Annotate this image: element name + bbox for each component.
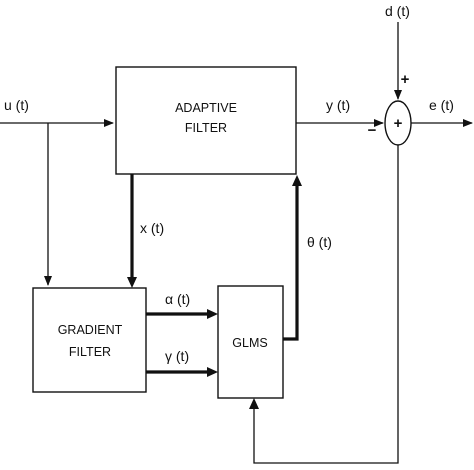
minus-sign: − (368, 122, 377, 139)
error-feedback-path (249, 145, 399, 464)
x-signal-path (127, 174, 137, 288)
u-label: u (t) (4, 97, 29, 113)
gradient-filter-block: GRADIENT FILTER (32, 287, 147, 393)
alpha-signal-path (146, 309, 218, 319)
glms-label: GLMS (232, 336, 267, 350)
summing-junction: + + − (368, 71, 412, 146)
adaptive-filter-label-1: ADAPTIVE (175, 101, 237, 115)
adaptive-filter-block: ADAPTIVE FILTER (115, 66, 297, 175)
gamma-label: γ (t) (165, 348, 189, 364)
summing-junction-symbol: + (394, 115, 403, 132)
u-signal-path (0, 119, 114, 286)
gamma-signal-path (146, 367, 218, 377)
d-label: d (t) (385, 3, 410, 19)
theta-label: θ (t) (307, 234, 332, 250)
theta-signal-path (283, 175, 302, 341)
e-label: e (t) (429, 97, 454, 113)
gradient-filter-label-1: GRADIENT (58, 323, 123, 337)
x-label: x (t) (140, 220, 164, 236)
plus-sign: + (401, 71, 410, 88)
adaptive-filter-label-2: FILTER (185, 121, 227, 135)
glms-block: GLMS (217, 285, 284, 399)
y-label: y (t) (326, 97, 350, 113)
alpha-label: α (t) (165, 291, 190, 307)
gradient-filter-label-2: FILTER (69, 345, 111, 359)
